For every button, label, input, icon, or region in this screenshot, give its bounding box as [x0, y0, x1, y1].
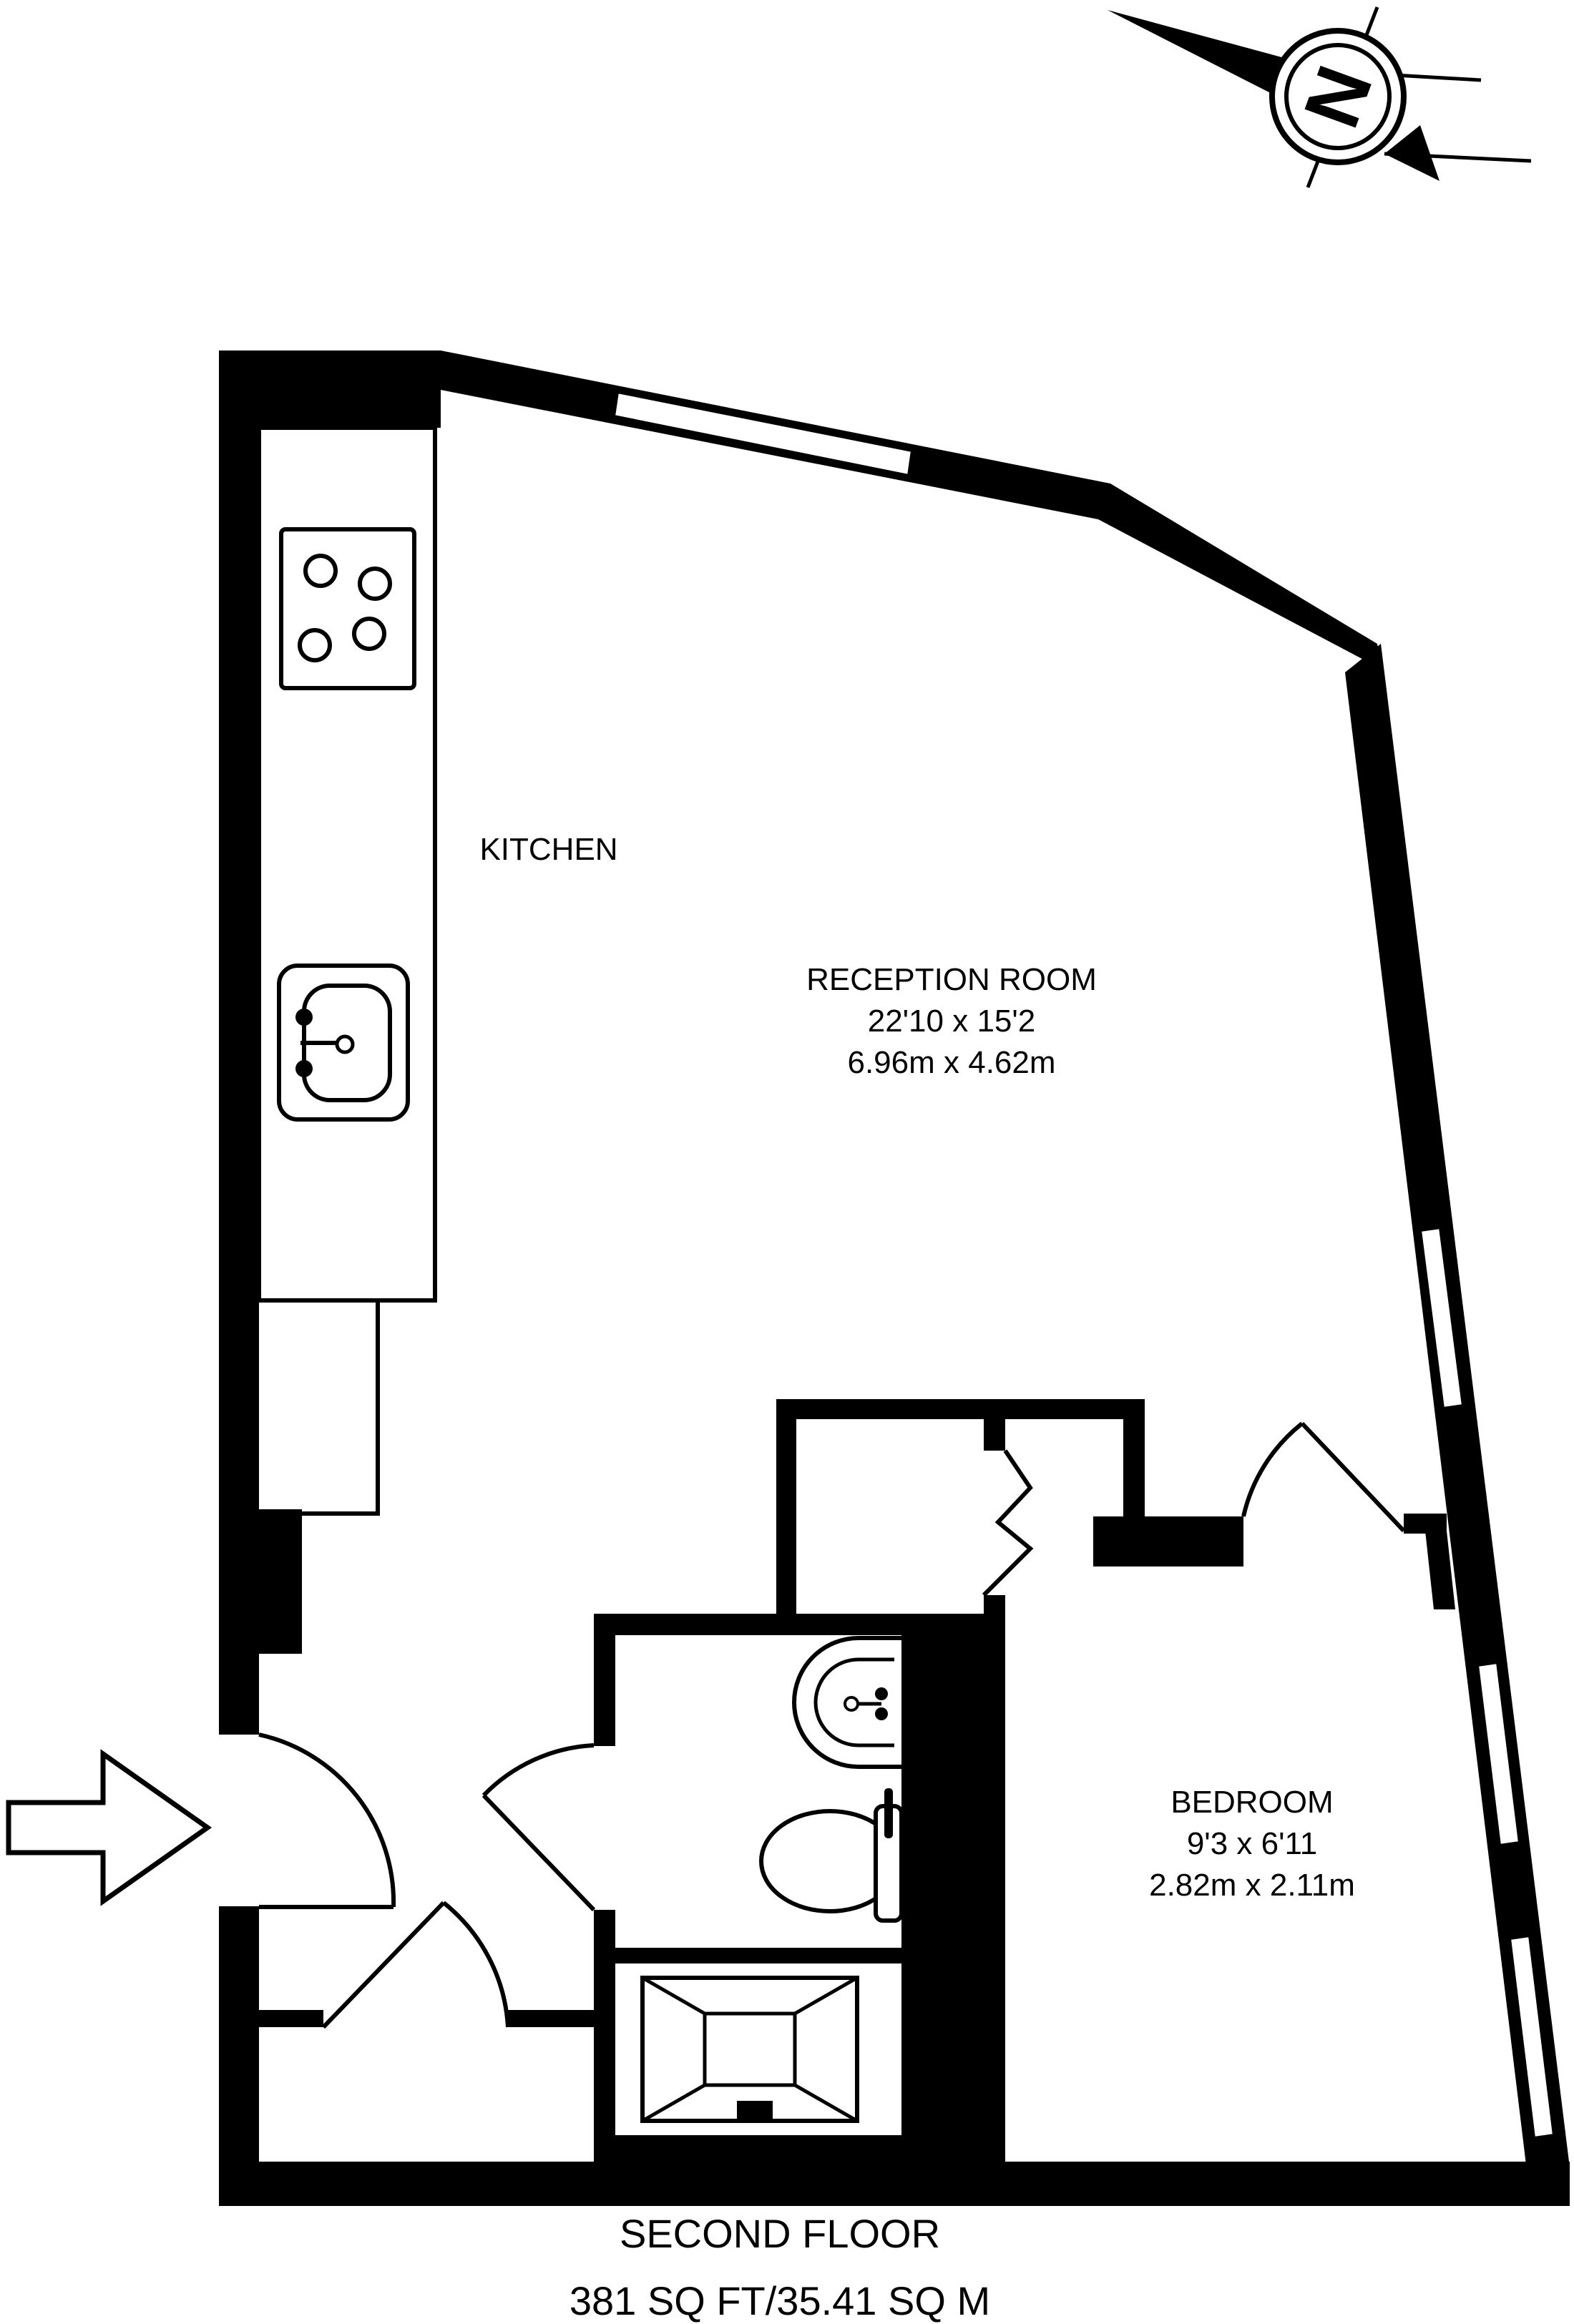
reception-room-size-metric: 6.96m x 4.62m	[847, 1045, 1055, 1080]
reception-room-label: RECEPTION ROOM	[806, 962, 1097, 997]
windows	[612, 390, 1556, 2140]
kitchen-counter	[257, 426, 437, 1516]
entrance-arrow-icon	[6, 1749, 212, 1906]
floor-name: SECOND FLOOR	[620, 2211, 940, 2256]
bedroom-label: BEDROOM	[1170, 1785, 1333, 1820]
reception-room-size-imperial: 22'10 x 15'2	[868, 1004, 1036, 1039]
kitchen-label: KITCHEN	[479, 832, 617, 867]
interior-walls	[258, 1399, 1455, 2186]
floor-area: 381 SQ FT/35.41 SQ M	[570, 2278, 990, 2323]
wash-basin-icon	[792, 1636, 901, 1769]
toilet-icon	[759, 1788, 904, 1923]
kitchen-sink-icon	[277, 964, 410, 1122]
bedroom-size-metric: 2.82m x 2.11m	[1149, 1868, 1355, 1903]
north-compass-icon: N	[1108, 6, 1532, 188]
hob-icon	[279, 527, 416, 690]
bedroom-size-imperial: 9'3 x 6'11	[1187, 1826, 1317, 1861]
shower-tray-icon	[640, 1976, 859, 2123]
doors	[258, 1421, 1406, 2029]
